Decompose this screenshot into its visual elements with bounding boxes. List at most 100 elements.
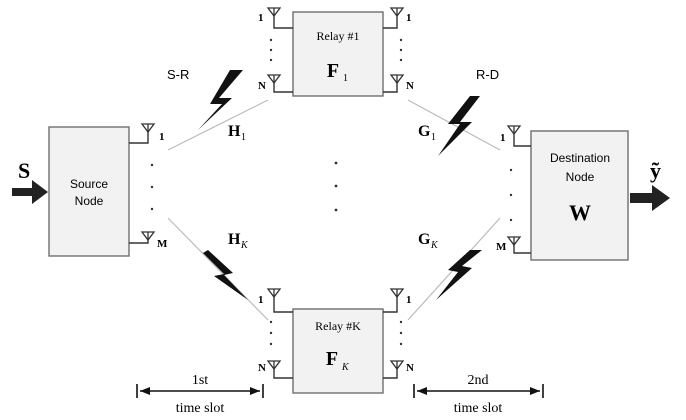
- source-node-box: [48, 126, 130, 257]
- source-node-label-2: Node: [75, 194, 104, 208]
- relay-1-matrix: F: [327, 60, 339, 82]
- source-antenna-top-icon: [140, 123, 156, 134]
- relay1-left-dot: [269, 38, 273, 42]
- source-dot: [150, 207, 154, 211]
- relayk-wire-lt: [273, 297, 293, 313]
- h-bottom-sub: K: [240, 240, 249, 251]
- relay-ellipsis-dot: [334, 208, 338, 212]
- relay1-right-dot: [399, 38, 403, 42]
- source-ant-bottom-label: M: [157, 238, 168, 250]
- destination-dot: [509, 193, 513, 197]
- relay1-wire-lb: [273, 83, 293, 93]
- g-top-label: G: [418, 123, 431, 140]
- first-time-slot-marker: [136, 384, 264, 398]
- relay-k-matrix: F: [326, 348, 338, 370]
- relay1-antenna-right-bottom-icon: [389, 74, 405, 85]
- relayk-antenna-left-top-icon: [266, 288, 282, 299]
- relay1-right-dot: [399, 58, 403, 62]
- relayk-wire-lb: [273, 369, 293, 379]
- destination-node-label-2: Node: [566, 170, 595, 184]
- relay1-left-dot: [269, 48, 273, 52]
- lightning-rd-bottom: [436, 250, 482, 300]
- relayk-ant-rt-label: 1: [406, 294, 412, 306]
- destination-node-label-1: Destination: [550, 151, 610, 165]
- relay-k-matrix-sub: K: [341, 362, 350, 373]
- dest-wire-bottom: [513, 245, 531, 254]
- second-time-slot-marker: [413, 384, 544, 398]
- source-ant-top-label: 1: [159, 131, 165, 143]
- destination-ant-top-label: 1: [500, 132, 506, 144]
- relay-1-matrix-sub: 1: [343, 73, 348, 84]
- relayk-antenna-right-top-icon: [389, 288, 405, 299]
- relay-ellipsis-dot: [334, 161, 338, 165]
- destination-dot: [509, 168, 513, 172]
- input-arrow-icon: [12, 180, 48, 204]
- source-dot: [150, 185, 154, 189]
- relay1-right-dot: [399, 48, 403, 52]
- g-top-sub: 1: [431, 132, 436, 143]
- source-dot: [150, 163, 154, 167]
- destination-dot: [509, 218, 513, 222]
- source-wire-bottom: [129, 240, 149, 244]
- relayk-ant-lt-label: 1: [258, 294, 264, 306]
- relayk-wire-rb: [383, 369, 398, 379]
- relay-ellipsis-dot: [334, 184, 338, 188]
- lightning-sr-top: [198, 70, 243, 130]
- relay1-ant-lb-label: N: [258, 80, 266, 92]
- relayk-ant-rb-label: N: [406, 362, 414, 374]
- rd-label: R-D: [476, 67, 499, 82]
- second-slot-label-1: 2nd: [468, 373, 489, 388]
- source-wire-top: [129, 132, 149, 144]
- link-source-relayk: [167, 217, 269, 321]
- relay1-antenna-left-bottom-icon: [266, 74, 282, 85]
- relayk-ant-lb-label: N: [258, 362, 266, 374]
- input-symbol: S: [18, 158, 30, 183]
- output-arrow-icon: [630, 185, 670, 211]
- link-source-relay1: [167, 99, 269, 151]
- relayk-right-dot: [399, 320, 403, 324]
- lightning-rd-top: [438, 96, 480, 156]
- g-bottom-label: G: [418, 231, 431, 248]
- relay1-ant-lt-label: 1: [258, 12, 264, 24]
- h-top-sub: 1: [241, 132, 246, 143]
- relayk-left-dot: [269, 320, 273, 324]
- relay-1-label: Relay #1: [317, 29, 360, 43]
- output-symbol: ỹ: [650, 158, 661, 183]
- relay1-left-dot: [269, 58, 273, 62]
- source-node-label-1: Source: [70, 177, 108, 191]
- relayk-left-dot: [269, 331, 273, 335]
- relay1-wire-lt: [273, 16, 293, 29]
- destination-node-box: [530, 130, 629, 261]
- h-top-label: H: [228, 123, 241, 140]
- relay-k-label: Relay #K: [315, 319, 361, 333]
- relay1-wire-rb: [383, 83, 398, 93]
- relay-k-box: [292, 308, 384, 394]
- relay-1-box: [292, 11, 384, 97]
- source-antenna-bottom-icon: [140, 231, 156, 242]
- sr-label: S-R: [167, 67, 189, 82]
- relayk-antenna-left-bottom-icon: [266, 360, 282, 371]
- destination-antenna-bottom-icon: [506, 236, 522, 247]
- relayk-left-dot: [269, 342, 273, 346]
- relayk-antenna-right-bottom-icon: [389, 360, 405, 371]
- relay1-wire-rt: [383, 16, 398, 29]
- relayk-wire-rt: [383, 297, 398, 313]
- dest-wire-top: [513, 134, 531, 147]
- relay1-antenna-right-top-icon: [389, 7, 405, 18]
- second-slot-label-2: time slot: [454, 401, 503, 416]
- lightning-sr-bottom: [203, 250, 248, 300]
- relay1-antenna-left-top-icon: [266, 7, 282, 18]
- relayk-right-dot: [399, 331, 403, 335]
- first-slot-label-2: time slot: [176, 401, 225, 416]
- h-bottom-label: H: [228, 231, 241, 248]
- relay1-ant-rb-label: N: [406, 80, 414, 92]
- g-bottom-sub: K: [430, 240, 439, 251]
- destination-ant-bottom-label: M: [496, 241, 507, 253]
- relay1-ant-rt-label: 1: [406, 12, 412, 24]
- destination-antenna-top-icon: [506, 125, 522, 136]
- first-slot-label-1: 1st: [192, 373, 208, 388]
- link-relay1-destination: [407, 99, 501, 151]
- relayk-right-dot: [399, 342, 403, 346]
